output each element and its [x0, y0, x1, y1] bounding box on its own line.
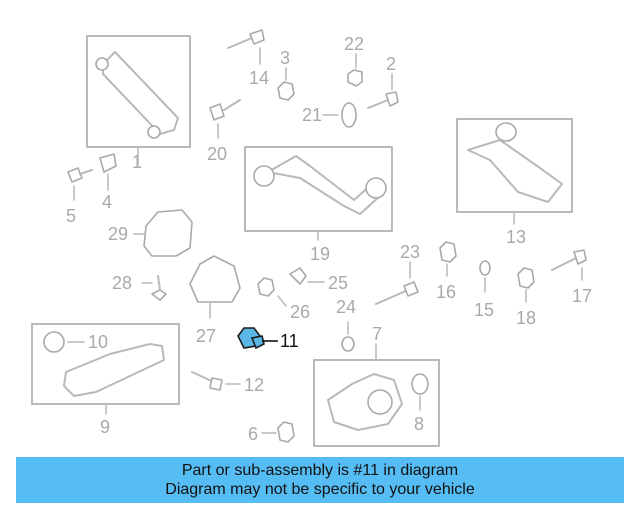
part-16-nut[interactable] [439, 241, 457, 277]
part-17-bolt[interactable] [551, 249, 587, 281]
part-20-bolt[interactable] [209, 99, 241, 139]
part-8-bushing[interactable] [411, 373, 429, 411]
part-5-bolt[interactable] [67, 167, 93, 201]
callout-10: 10 [88, 332, 108, 352]
callout-20: 20 [207, 144, 227, 164]
part-29-bracket[interactable] [133, 209, 193, 257]
callout-1: 1 [132, 152, 142, 172]
callout-12: 12 [244, 375, 264, 395]
callout-9: 9 [100, 417, 110, 437]
part-26-nut[interactable] [257, 277, 287, 307]
callout-7: 7 [372, 324, 382, 344]
callout-4: 4 [102, 192, 112, 212]
part-22-nut[interactable] [347, 53, 363, 87]
part-21-washer[interactable] [322, 102, 357, 128]
callout-14: 14 [249, 68, 269, 88]
part-13-lower-arm[interactable] [456, 118, 573, 225]
part-3-nut[interactable] [277, 67, 295, 101]
part-11-highlighted-nut[interactable] [237, 327, 278, 350]
callout-26: 26 [290, 302, 310, 322]
callout-27: 27 [196, 326, 216, 346]
callout-29: 29 [108, 224, 128, 244]
callout-15: 15 [474, 300, 494, 320]
caption-banner: Part or sub-assembly is #11 in diagram D… [16, 457, 624, 503]
callout-11: 11 [280, 331, 299, 351]
part-12-bolt[interactable] [191, 371, 241, 391]
part-1-lateral-link[interactable] [86, 35, 191, 166]
part-25-bracket[interactable] [289, 267, 325, 285]
part-9-trailing-arm[interactable] [31, 323, 180, 415]
callout-21: 21 [302, 105, 322, 125]
part-24-washer[interactable] [341, 321, 355, 352]
part-2-bolt[interactable] [367, 73, 399, 109]
part-18-nut[interactable] [517, 267, 535, 303]
part-15-washer[interactable] [479, 260, 491, 293]
callout-3: 3 [280, 48, 290, 68]
callout-2: 2 [386, 54, 396, 74]
part-4-bracket[interactable] [99, 153, 117, 191]
part-14-bolt[interactable] [227, 29, 265, 65]
callout-23: 23 [400, 242, 420, 262]
callout-22: 22 [344, 34, 364, 54]
callout-17: 17 [572, 286, 592, 306]
callout-13: 13 [506, 227, 526, 247]
part-28-screw[interactable] [141, 275, 167, 301]
callout-19: 19 [310, 244, 330, 264]
callout-25: 25 [328, 273, 348, 293]
caption-line-2: Diagram may not be specific to your vehi… [165, 481, 475, 498]
callout-5: 5 [66, 206, 76, 226]
callout-6: 6 [248, 424, 258, 444]
part-19-upper-arm[interactable] [244, 146, 393, 241]
part-6-nut[interactable] [261, 421, 295, 443]
callout-28: 28 [112, 273, 132, 293]
callout-18: 18 [516, 308, 536, 328]
callout-16: 16 [436, 282, 456, 302]
part-23-long-bolt[interactable] [375, 261, 419, 305]
callout-8: 8 [414, 414, 424, 434]
part-7-knuckle[interactable] [313, 343, 440, 447]
caption-line-1: Part or sub-assembly is #11 in diagram [181, 462, 459, 479]
callout-24: 24 [336, 297, 356, 317]
part-27-mount[interactable] [189, 255, 241, 319]
